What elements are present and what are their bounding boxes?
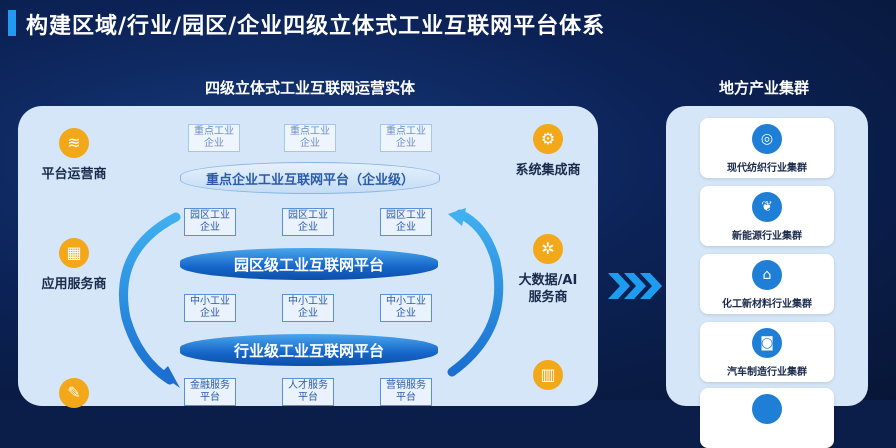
left-arrow-head — [160, 366, 180, 388]
enterprise-platform: 重点企业工业互联网平台（企业级） — [180, 162, 440, 194]
bigdata-ai-label: 大数据/AI服务商 — [518, 273, 578, 305]
system-integrator-label: 系统集成商 — [515, 163, 581, 178]
network-icon: ✲ — [533, 234, 563, 264]
maintenance-provider: ✎ — [26, 378, 122, 408]
park-box: 园区工业企业 — [184, 208, 236, 236]
sme-box: 中小工业企业 — [282, 294, 334, 322]
gear-icon: ⚙ — [533, 124, 563, 154]
left-section-heading: 四级立体式工业互联网运营实体 — [205, 79, 416, 97]
left-cycle-arrow — [119, 212, 181, 385]
system-integrator: ⚙ 系统集成商 — [500, 124, 596, 179]
park-box: 园区工业企业 — [282, 208, 334, 236]
enterprise-box: 重点工业企业 — [380, 124, 432, 152]
analytics-provider: ▥ — [500, 360, 596, 390]
platform-operator-label: 平台运营商 — [41, 167, 107, 182]
sme-box: 中小工业企业 — [380, 294, 432, 322]
cluster-card — [700, 388, 834, 448]
leaf-icon: ❦ — [752, 192, 782, 222]
finance-service-box: 金融服务平台 — [184, 378, 236, 406]
right-arrow-head — [448, 208, 466, 226]
stack-icon: ≋ — [59, 128, 89, 158]
application-service-provider: ▦ 应用服务商 — [26, 238, 122, 293]
right-cycle-arrow — [447, 209, 504, 377]
cluster-label: 化工新材料行业集群 — [722, 299, 812, 310]
cluster-label: 新能源行业集群 — [732, 231, 802, 242]
apps-icon: ▦ — [59, 238, 89, 268]
cluster-card: ◙ 汽车制造行业集群 — [700, 322, 834, 382]
enterprise-box: 重点工业企业 — [284, 124, 336, 152]
textile-icon: ◎ — [752, 124, 782, 154]
industry-platform: 行业级工业互联网平台 — [180, 334, 438, 366]
chart-icon: ▥ — [533, 360, 563, 390]
park-platform: 园区级工业互联网平台 — [180, 248, 438, 280]
car-icon: ◙ — [752, 328, 782, 358]
cluster-icon — [752, 394, 782, 424]
application-service-label: 应用服务商 — [41, 277, 107, 292]
park-box: 园区工业企业 — [380, 208, 432, 236]
talent-service-box: 人才服务平台 — [282, 378, 334, 406]
cluster-label: 汽车制造行业集群 — [727, 367, 807, 378]
flow-arrows — [119, 208, 504, 388]
cluster-label: 现代纺织行业集群 — [727, 163, 807, 174]
bigdata-ai-provider: ✲ 大数据/AI服务商 — [500, 234, 596, 306]
factory-icon: ⌂ — [752, 260, 782, 290]
platform-operator: ≋ 平台运营商 — [26, 128, 122, 183]
cluster-card: ⌂ 化工新材料行业集群 — [700, 254, 834, 314]
right-section-heading: 地方产业集群 — [719, 79, 810, 97]
chevron-right-icon — [608, 273, 662, 299]
cluster-card: ◎ 现代纺织行业集群 — [700, 118, 834, 178]
wrench-icon: ✎ — [59, 378, 89, 408]
cluster-card: ❦ 新能源行业集群 — [700, 186, 834, 246]
title-accent-bar — [8, 10, 16, 36]
marketing-service-box: 营销服务平台 — [380, 378, 432, 406]
sme-box: 中小工业企业 — [184, 294, 236, 322]
enterprise-box: 重点工业企业 — [188, 124, 240, 152]
page-title: 构建区域/行业/园区/企业四级立体式工业互联网平台体系 — [26, 14, 606, 39]
